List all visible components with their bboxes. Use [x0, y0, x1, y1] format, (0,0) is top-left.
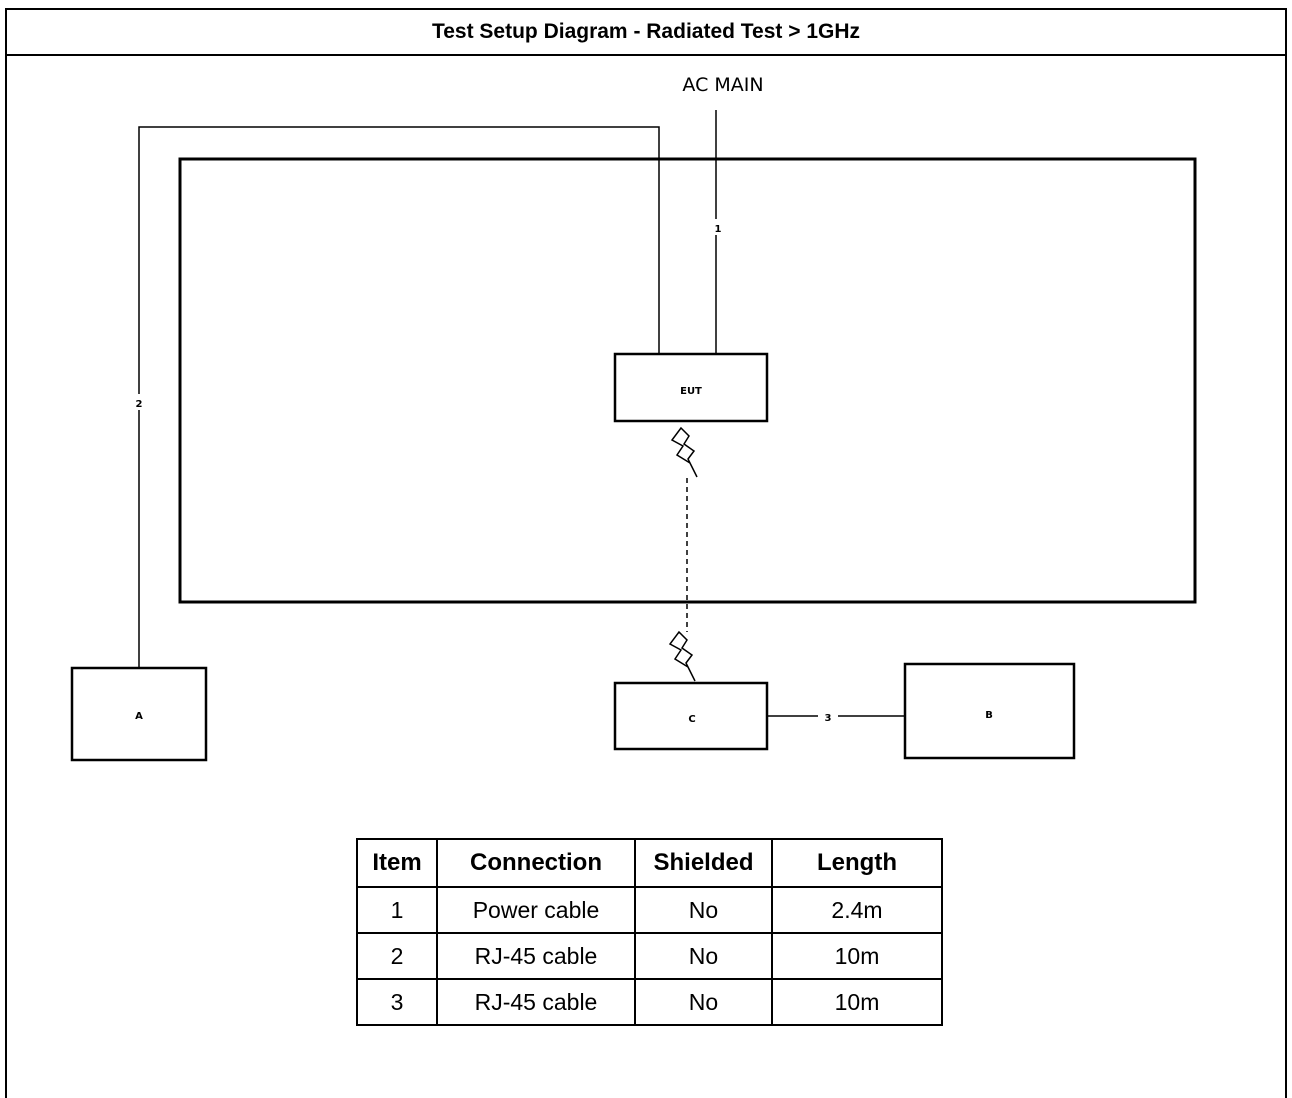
eut-label: EUT [680, 386, 702, 397]
device-a-box [70, 666, 208, 762]
wireless-bolt-icon [668, 630, 696, 682]
device-b-box [903, 662, 1076, 760]
cable-2-label: 2 [136, 399, 143, 410]
wireless-bolt-icon [670, 426, 698, 478]
cable-1-label: 1 [715, 224, 722, 235]
table-header-row: Item Connection Shielded Length [356, 838, 943, 888]
ac-main-label: AC MAIN [682, 74, 763, 96]
cell-connection: RJ-45 cable [436, 932, 636, 980]
cell-connection: RJ-45 cable [436, 978, 636, 1026]
cell-item: 3 [356, 978, 438, 1026]
cable-2-line [138, 126, 660, 668]
cell-item: 1 [356, 886, 438, 934]
diagram-frame: Test Setup Diagram - Radiated Test > 1GH… [5, 8, 1287, 1098]
table-row: 1 Power cable No 2.4m [356, 886, 943, 934]
cell-length: 10m [771, 932, 943, 980]
eut-box [613, 352, 769, 423]
header-item: Item [356, 838, 438, 888]
cell-length: 10m [771, 978, 943, 1026]
table-row: 3 RJ-45 cable No 10m [356, 978, 943, 1026]
header-shielded: Shielded [634, 838, 773, 888]
cable-table: Item Connection Shielded Length 1 Power … [356, 838, 943, 1026]
diagram-title: Test Setup Diagram - Radiated Test > 1GH… [431, 20, 861, 43]
cell-connection: Power cable [436, 886, 636, 934]
cell-shielded: No [634, 978, 773, 1026]
header-length: Length [771, 838, 943, 888]
table-row: 2 RJ-45 cable No 10m [356, 932, 943, 980]
device-b-label: B [985, 710, 993, 721]
cable-3-label-bg [818, 708, 838, 724]
device-c-label: C [688, 714, 695, 725]
cell-shielded: No [634, 886, 773, 934]
header-connection: Connection [436, 838, 636, 888]
cable-2-label-bg [131, 394, 147, 410]
cable-1-label-bg [709, 219, 723, 235]
device-a-label: A [135, 711, 143, 722]
cell-item: 2 [356, 932, 438, 980]
cell-shielded: No [634, 932, 773, 980]
cell-length: 2.4m [771, 886, 943, 934]
test-area-outline [178, 157, 1197, 604]
title-bar: Test Setup Diagram - Radiated Test > 1GH… [7, 10, 1285, 56]
cable-3-label: 3 [825, 713, 832, 724]
